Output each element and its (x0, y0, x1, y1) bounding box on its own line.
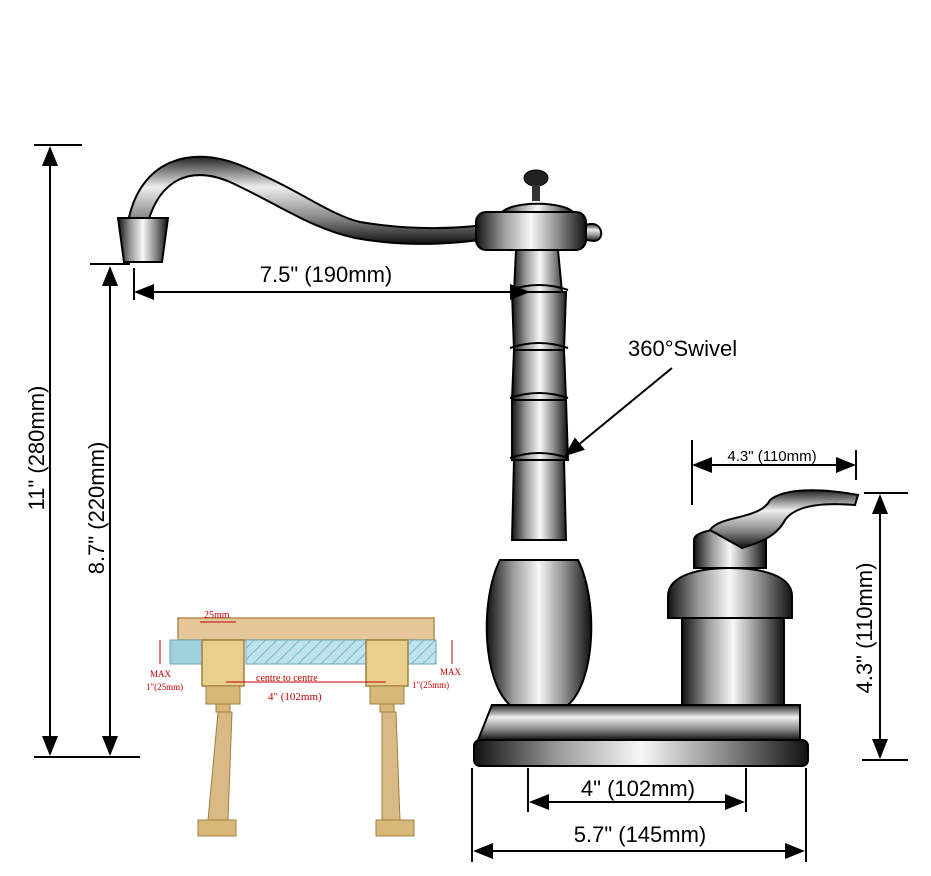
countertop (177, 617, 435, 641)
handle-reach-label: 4.3" (110mm) (727, 448, 816, 465)
inset-left-max-value: 1"(25mm) (146, 682, 183, 692)
lever-handle (708, 489, 860, 550)
inset-centre-label: centre to centre (256, 673, 318, 684)
spout-height-label: 8.7" (220mm) (84, 442, 109, 575)
handle-body (681, 617, 785, 706)
faucet-column (510, 249, 570, 541)
inset-right-max-value: 1"(25mm) (412, 680, 449, 690)
inset-right-max-label: MAX (440, 667, 462, 677)
centre-spacing-label: 4" (102mm) (581, 776, 695, 801)
dimension-lines (34, 144, 908, 862)
left-shank (201, 639, 245, 687)
faucet-spout (126, 155, 506, 245)
faucet-bulb (485, 559, 593, 706)
right-supply-hose (381, 711, 401, 821)
faucet-illustration (116, 155, 860, 767)
inset-thickness-label: 25mm (204, 610, 230, 621)
inset-left-max-label: MAX (150, 669, 172, 679)
inset-centre-value: 4" (102mm) (268, 691, 322, 703)
total-height-label: 11" (280mm) (24, 386, 49, 511)
installation-inset: 25mm MAX 1"(25mm) MAX 1"(25mm) centre to… (146, 610, 462, 837)
faucet-base (476, 704, 801, 741)
handle-height-label: 4.3" (110mm) (852, 563, 877, 694)
base-width-label: 5.7" (145mm) (574, 822, 707, 847)
spout-outlet (116, 217, 170, 263)
spout-reach-label: 7.5" (190mm) (260, 262, 393, 287)
swivel-label: 360°Swivel (628, 336, 737, 361)
right-shank (365, 639, 409, 687)
left-supply-hose (207, 711, 233, 821)
